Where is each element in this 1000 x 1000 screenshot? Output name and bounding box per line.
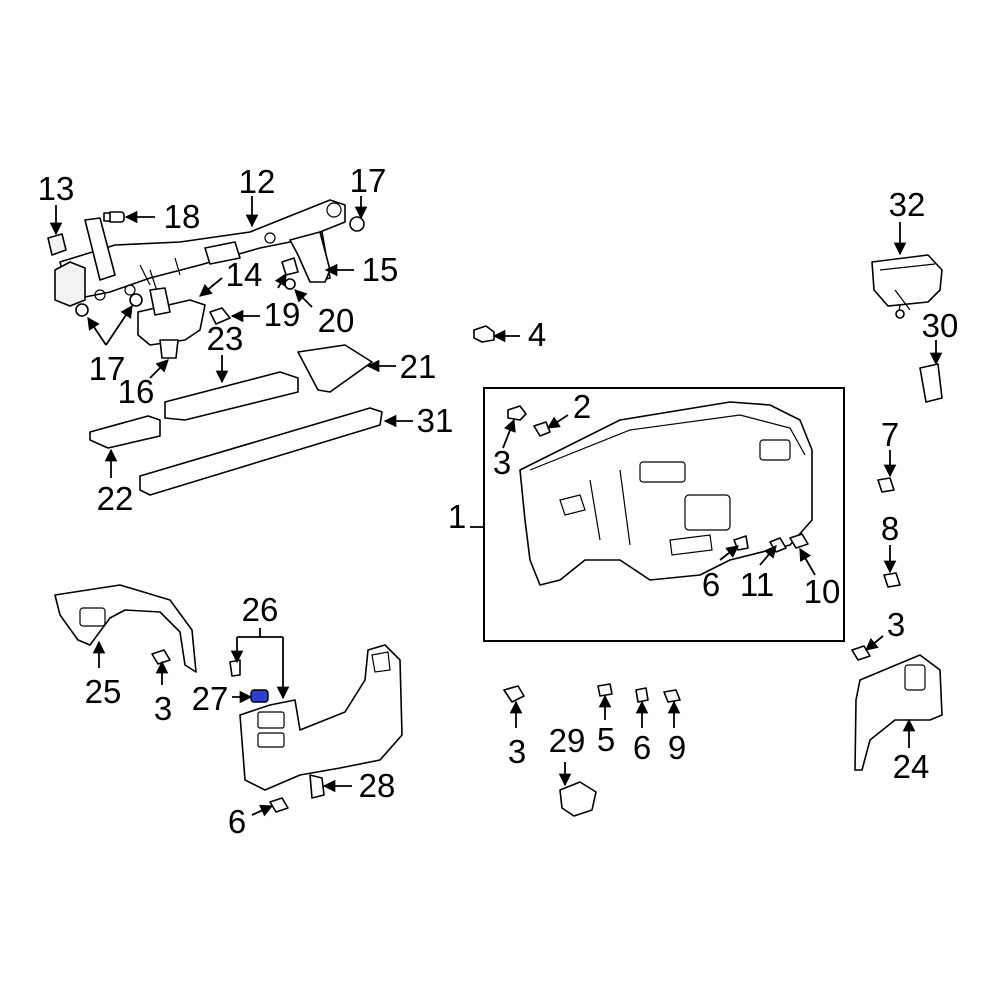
- part-4-clip-drawing: [473, 325, 495, 343]
- callout-24: 24: [893, 748, 930, 785]
- part-22-pad-drawing: [89, 415, 161, 449]
- callout-11: 11: [740, 566, 774, 603]
- part-27-highlighted-drawing: [250, 689, 269, 703]
- bracket-26: [237, 628, 283, 638]
- callout-9: 9: [668, 729, 686, 766]
- arrow-16: [149, 359, 169, 379]
- arrow-17-left: [87, 316, 107, 346]
- part-17-clip-drawing: [75, 216, 365, 317]
- arrow-3-right: [865, 635, 884, 651]
- arrow-17-right: [105, 304, 133, 346]
- arrow-2: [546, 414, 569, 429]
- part-13-bracket-drawing: [47, 233, 67, 256]
- callout-27: 27: [192, 680, 229, 717]
- lower-left-fasteners-drawing: [151, 649, 325, 813]
- arrow-6-in-frame: [719, 545, 739, 561]
- callout-26: 26: [242, 591, 279, 628]
- callout-8: 8: [881, 510, 899, 547]
- callout-3-in-frame: 3: [493, 444, 511, 481]
- leader-arrows: [49, 196, 943, 817]
- part-31-moulding-drawing: [139, 407, 383, 496]
- callout-12: 12: [239, 163, 276, 200]
- part-30-latch-drawing: [919, 363, 943, 403]
- callout-6-in-frame: 6: [702, 566, 720, 603]
- part-29-knob-drawing: [559, 781, 597, 817]
- callout-19: 19: [264, 296, 301, 333]
- arrow-10: [799, 547, 816, 576]
- part-7-8-screw-drawing: [877, 477, 901, 588]
- callout-31: 31: [417, 402, 454, 439]
- arrow-14: [199, 277, 223, 297]
- part-21-pad-drawing: [297, 344, 373, 393]
- callout-7: 7: [881, 416, 899, 453]
- part-1-instrument-panel-drawing: [519, 401, 813, 586]
- callout-3-right: 3: [887, 606, 905, 643]
- arrow-3-in-frame: [502, 418, 516, 449]
- callout-23: 23: [207, 320, 244, 357]
- part-25-side-cover-drawing: [54, 584, 197, 673]
- callout-13: 13: [38, 170, 75, 207]
- callout-18: 18: [164, 198, 201, 235]
- part-23-pad-drawing: [164, 371, 299, 421]
- part-24-side-cover-drawing: [854, 654, 943, 771]
- part-12-reinforcement-drawing: [54, 199, 346, 307]
- callout-6-bottom: 6: [633, 729, 651, 766]
- callout-25: 25: [85, 673, 122, 710]
- callout-28: 28: [359, 767, 396, 804]
- callout-5: 5: [597, 721, 615, 758]
- callout-10: 10: [804, 573, 841, 610]
- callout-labels: 13 12 17 18 14 15 19 20 4 23 21 17 16 2 …: [38, 162, 959, 840]
- callout-15: 15: [362, 251, 399, 288]
- callout-17-top: 17: [350, 162, 387, 199]
- callout-3-lower-left: 3: [154, 690, 172, 727]
- arrow-6-lower-left: [251, 804, 274, 817]
- callout-16: 16: [118, 373, 155, 410]
- part-14-brace-drawing: [137, 287, 206, 359]
- arrow-19-up: [274, 272, 287, 289]
- callout-32: 32: [889, 186, 926, 223]
- callout-17-bottom: 17: [89, 350, 126, 387]
- arrow-20: [294, 289, 313, 308]
- instrument-panel-frame: [483, 387, 845, 642]
- callout-1: 1: [448, 498, 466, 535]
- part-32-glove-box-drawing: [871, 254, 943, 319]
- part-18-bolt-drawing: [103, 211, 125, 223]
- callout-4: 4: [528, 316, 546, 353]
- callout-22: 22: [97, 480, 134, 517]
- callout-21: 21: [400, 348, 437, 385]
- callout-29: 29: [549, 722, 586, 759]
- arrow-11: [759, 545, 777, 566]
- callout-3-bottom: 3: [508, 733, 526, 770]
- part-26-lower-panel-drawing: [239, 644, 403, 791]
- callout-30: 30: [922, 307, 959, 344]
- callout-14: 14: [226, 256, 263, 293]
- callout-20: 20: [318, 302, 355, 339]
- callout-2: 2: [573, 388, 591, 425]
- callout-6-lower-left: 6: [228, 803, 246, 840]
- bottom-fasteners-drawing: [503, 683, 681, 703]
- part-15-bracket-drawing: [289, 231, 331, 283]
